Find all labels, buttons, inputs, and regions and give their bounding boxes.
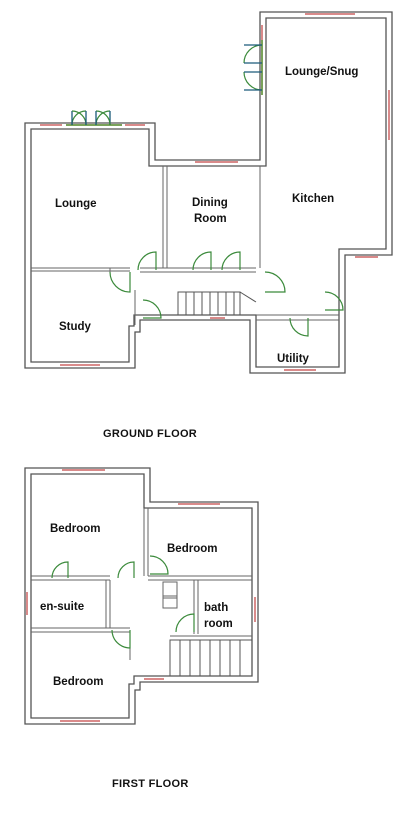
first-floor-outer-wall xyxy=(24,467,259,725)
room-label-lounge: Lounge xyxy=(55,198,97,210)
lounge-french-doors xyxy=(66,110,122,126)
ground-floor-stairs xyxy=(177,291,257,316)
first-floor-windows xyxy=(26,469,256,722)
room-label-utility: Utility xyxy=(277,353,310,365)
room-label-bath-room: room xyxy=(204,618,233,630)
room-label-study: Study xyxy=(59,321,92,333)
room-label-lounge-snug: Lounge/Snug xyxy=(285,66,358,78)
room-label-ensuite: en-suite xyxy=(40,601,84,613)
ground-floor-outer-wall xyxy=(24,11,393,374)
ground-floor-caption: GROUND FLOOR xyxy=(103,428,197,440)
room-label-dining: Dining xyxy=(192,197,228,209)
room-label-dining-room: Room xyxy=(194,213,227,225)
first-floor-inner-wall xyxy=(30,473,253,719)
ground-floor-doors xyxy=(109,251,344,337)
ground-floor-internal-walls xyxy=(31,166,339,325)
first-floor-doors xyxy=(51,555,195,649)
first-floor-caption: FIRST FLOOR xyxy=(112,778,189,790)
snug-french-doors xyxy=(243,40,263,95)
room-label-kitchen: Kitchen xyxy=(292,193,334,205)
room-label-bedroom-3: Bedroom xyxy=(53,676,103,688)
ground-floor-plan: Lounge/Snug Lounge Dining Room Kitchen S… xyxy=(24,11,393,374)
first-floor-stairs xyxy=(169,639,253,677)
room-label-bath: bath xyxy=(204,602,228,614)
room-label-bedroom-1: Bedroom xyxy=(50,523,100,535)
room-label-bedroom-2: Bedroom xyxy=(167,543,217,555)
ground-floor-inner-wall xyxy=(30,17,387,368)
first-floor-plan: Bedroom Bedroom en-suite bath room Bedro… xyxy=(24,467,259,725)
